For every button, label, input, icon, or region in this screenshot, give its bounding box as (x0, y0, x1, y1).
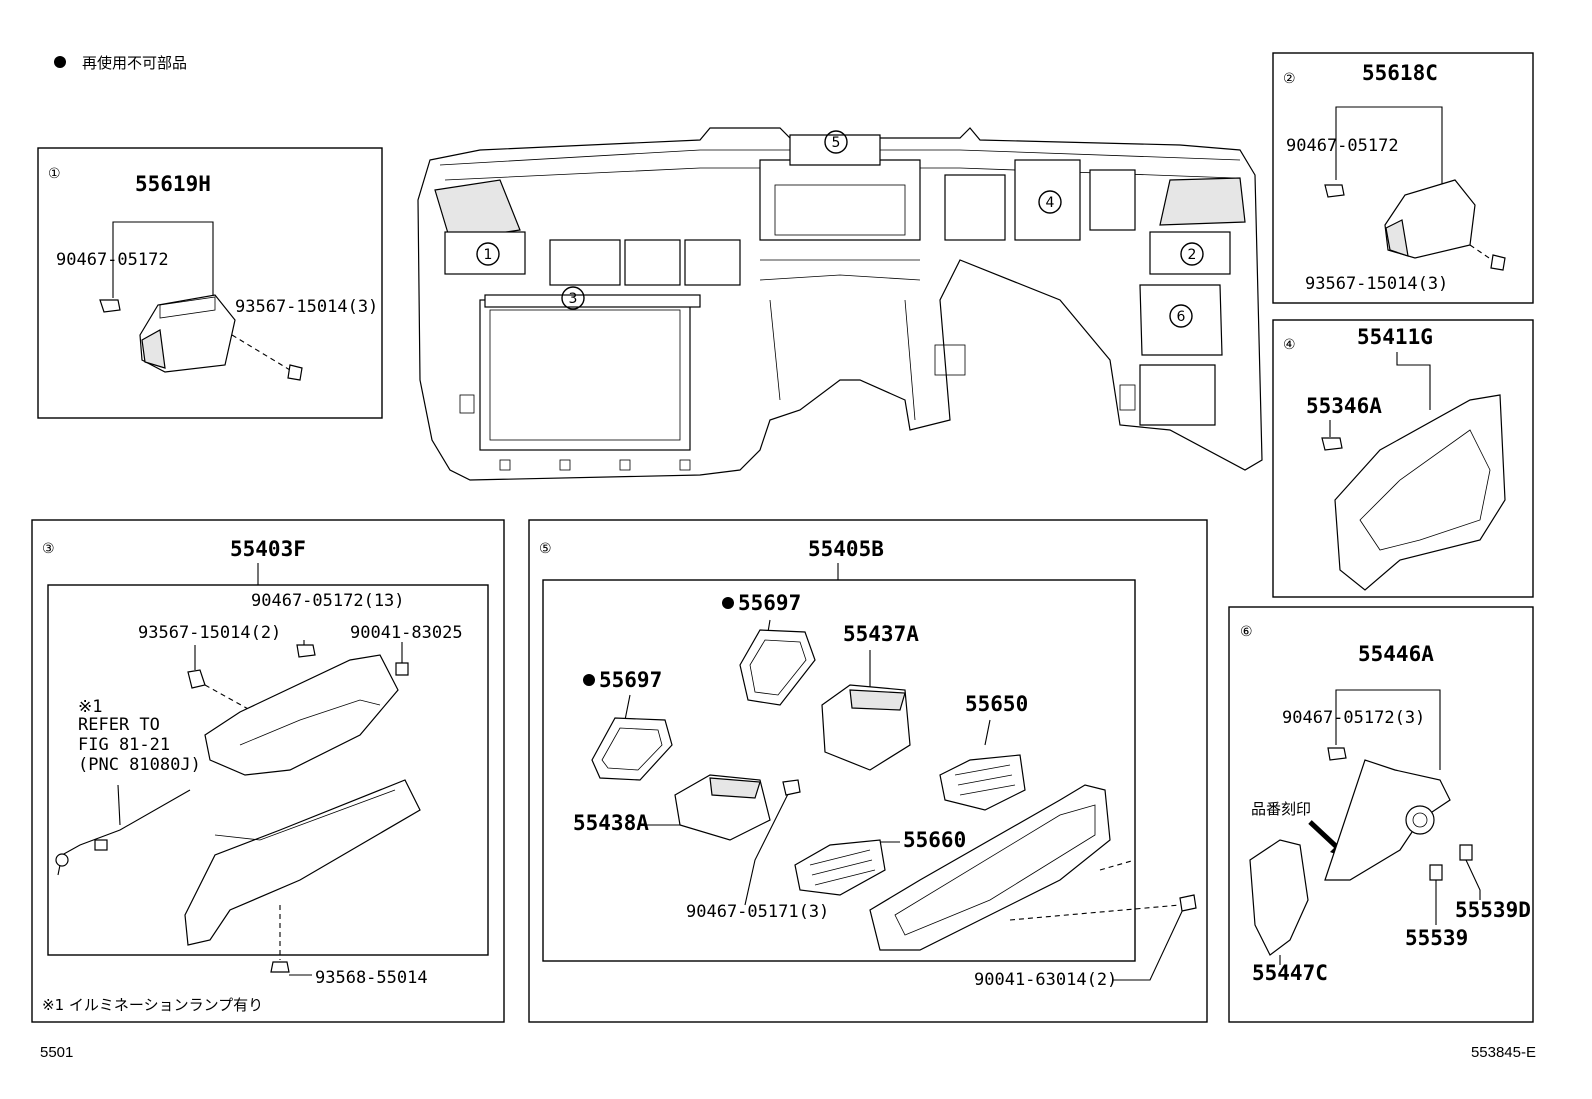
callout-4-marker (1038, 190, 1062, 214)
panel-3-label-clip: 90467-05172(13) (251, 591, 405, 611)
panel-3-refer-1: ※1 (78, 697, 102, 717)
panel-5-label-55697-upper: 55697 (738, 591, 801, 615)
panel-6-label-55447C: 55447C (1252, 961, 1328, 985)
svg-text:4: 4 (1046, 195, 1055, 211)
panel-4-label-clip: 55346A (1306, 394, 1382, 418)
panel-5-label-bolt: 90041-63014(2) (974, 970, 1117, 990)
panel-1-label-clip: 90467-05172 (56, 250, 169, 270)
panel-3-index: ③ (42, 541, 55, 557)
callout-1-marker (476, 242, 500, 266)
panel-1-index: ① (48, 166, 61, 182)
panel-5-index: ⑤ (539, 541, 552, 557)
svg-text:5: 5 (832, 135, 841, 151)
panel-1-label-screw: 93567-15014(3) (235, 297, 378, 317)
panel-2: ② 55618C 90467-05172 93567-15014(3) (1272, 52, 1534, 304)
panel-4-title: 55411G (1357, 325, 1433, 349)
panel-5-title: 55405B (808, 537, 884, 561)
panel-3-title: 55403F (230, 537, 306, 561)
svg-text:2: 2 (1188, 247, 1197, 263)
panel-5: ⑤ 55405B 55697 55697 55437A 55650 55438A… (528, 519, 1208, 1023)
panel-4-index: ④ (1283, 337, 1296, 353)
legend: 再使用不可部品 (54, 54, 187, 72)
panel-6-label-55539D: 55539D (1455, 898, 1531, 922)
panel-1: ① 55619H 90467-05172 93567-15014(3) (37, 147, 383, 419)
svg-text:3: 3 (569, 291, 578, 307)
main-dashboard-assembly: 1 2 3 4 5 6 (417, 127, 1263, 481)
legend-text: 再使用不可部品 (82, 54, 187, 72)
panel-5-label-clip: 90467-05171(3) (686, 902, 829, 922)
panel-5-label-55437A: 55437A (843, 622, 919, 646)
panel-3-note: ※1 イルミネーションランプ有り (42, 996, 263, 1014)
footer-right-code: 553845-E (1471, 1044, 1536, 1061)
panel-6-label-55539: 55539 (1405, 926, 1468, 950)
panel-5-label-55650: 55650 (965, 692, 1028, 716)
callout-6-marker (1169, 304, 1193, 328)
panel-1-title: 55619H (135, 172, 211, 196)
panel-2-label-screw: 93567-15014(3) (1305, 274, 1448, 294)
panel-6-title: 55446A (1358, 642, 1434, 666)
panel-6-index: ⑥ (1240, 624, 1253, 640)
panel-4: ④ 55411G 55346A (1272, 319, 1534, 598)
callout-5-marker (824, 130, 848, 154)
panel-3-refer-3: FIG 81-21 (78, 735, 170, 755)
panel-2-label-clip: 90467-05172 (1286, 136, 1399, 156)
svg-text:1: 1 (484, 247, 493, 263)
panel-2-title: 55618C (1362, 61, 1438, 85)
callout-2-marker (1180, 242, 1204, 266)
panel-2-index: ② (1283, 71, 1296, 87)
panel-5-label-55438A: 55438A (573, 811, 649, 835)
svg-text:6: 6 (1177, 309, 1186, 325)
callout-3-marker (561, 286, 585, 310)
panel-3-label-nut: 90041-83025 (350, 623, 463, 643)
panel-5-label-55660: 55660 (903, 828, 966, 852)
panel-6: ⑥ 55446A 90467-05172(3) 55539D 55539 554… (1228, 606, 1534, 1023)
panel-3-refer-4: (PNC 81080J) (78, 755, 201, 775)
panel-3-refer-2: REFER TO (78, 715, 160, 735)
panel-3: ③ 55403F 90467-05172(13) 93567-15014(2) … (31, 519, 505, 1023)
panel-3-label-screw: 93567-15014(2) (138, 623, 281, 643)
panel-3-label-screw-bottom: 93568-55014 (315, 968, 428, 988)
panel-6-stamp-note: 品番刻印 (1251, 800, 1311, 818)
footer-left-code: 5501 (40, 1044, 73, 1061)
panel-5-label-55697-lower: 55697 (599, 668, 662, 692)
panel-6-label-clip: 90467-05172(3) (1282, 708, 1425, 728)
